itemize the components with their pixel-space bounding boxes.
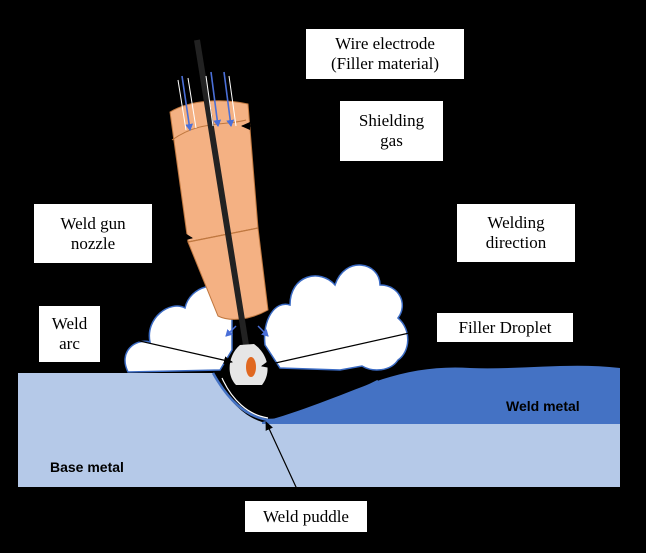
weld-gun-nozzle-line2: nozzle — [70, 233, 116, 253]
filler-droplet-text: Filler Droplet — [458, 317, 552, 337]
weld-gun-nozzle — [169, 100, 269, 320]
weld-gun-nozzle-line1: Weld gun — [60, 213, 126, 233]
wire-electrode-line2: (Filler material) — [330, 54, 440, 73]
leader-gas-cloud — [371, 159, 391, 263]
leader-puddle — [265, 421, 303, 501]
shielding-gas-label: Shielding gas — [339, 100, 444, 162]
welding-direction-line1: Welding — [487, 213, 545, 232]
weld-arc-line1: Weld — [51, 314, 88, 333]
wire-electrode — [194, 39, 249, 346]
weld-puddle-surface — [211, 372, 379, 422]
wire-electrode-line1: Wire electrode — [335, 34, 435, 53]
leader-nozzle — [151, 231, 193, 241]
base-metal-label: Base metal — [50, 459, 124, 475]
gas-inlet-arrows — [181, 71, 235, 131]
weld-gun-nozzle-label: Weld gun nozzle — [33, 203, 153, 264]
shielding-gas-line1: Shielding — [358, 111, 425, 130]
weld-metal-label: Weld metal — [506, 398, 580, 414]
shielding-gas-line2: gas — [380, 131, 403, 150]
weld-puddle-label: Weld puddle — [244, 500, 368, 533]
gas-flow-arrows — [225, 325, 269, 337]
leader-droplet — [261, 326, 437, 369]
filler-droplet — [246, 357, 256, 377]
welding-direction-line2: direction — [485, 233, 547, 252]
wire-electrode-label: Wire electrode (Filler material) — [305, 28, 465, 80]
base-metal-lower — [18, 422, 620, 487]
weld-metal-bead — [262, 365, 620, 424]
weld-arc-line2: arc — [59, 334, 80, 353]
welding-direction-label: Welding direction — [456, 203, 576, 263]
leader-arc — [99, 331, 233, 365]
shielding-gas-cloud — [124, 264, 409, 373]
weld-puddle-text: Weld puddle — [263, 506, 349, 526]
filler-droplet-label: Filler Droplet — [436, 312, 574, 343]
weld-arc-label: Weld arc — [38, 305, 101, 363]
